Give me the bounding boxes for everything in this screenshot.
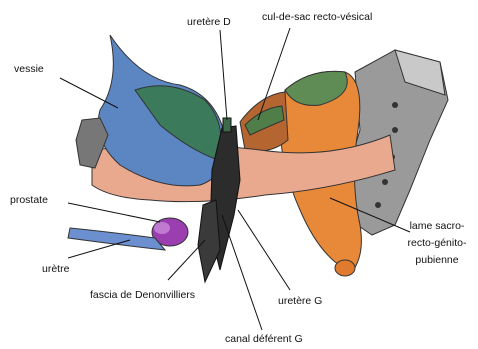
leader-canal	[222, 215, 262, 330]
label-uretere-d: uretère D	[187, 16, 231, 28]
urethra-shape	[68, 228, 165, 250]
leader-prostate	[68, 203, 160, 222]
bladder-shape	[98, 35, 225, 186]
label-cul-de-sac: cul-de-sac recto-vésical	[262, 11, 372, 23]
leader-uretre	[68, 240, 130, 258]
label-uretere-g: uretère G	[278, 295, 322, 307]
label-vessie: vessie	[14, 63, 44, 75]
label-fascia: fascia de Denonvilliers	[90, 289, 195, 301]
label-prostate: prostate	[10, 194, 48, 206]
leader-uretere-d	[220, 30, 227, 120]
pelvic-wall-shape	[345, 50, 448, 235]
label-lame-line2: recto-génito-	[398, 237, 476, 249]
label-lame-line3: pubienne	[398, 254, 476, 266]
label-canal: canal déférent G	[225, 333, 303, 345]
label-uretre: urètre	[42, 263, 69, 275]
leader-uretere-g	[238, 210, 290, 290]
label-lame-line1: lame sacro-	[398, 220, 476, 232]
cul-de-sac-shape	[240, 92, 288, 151]
